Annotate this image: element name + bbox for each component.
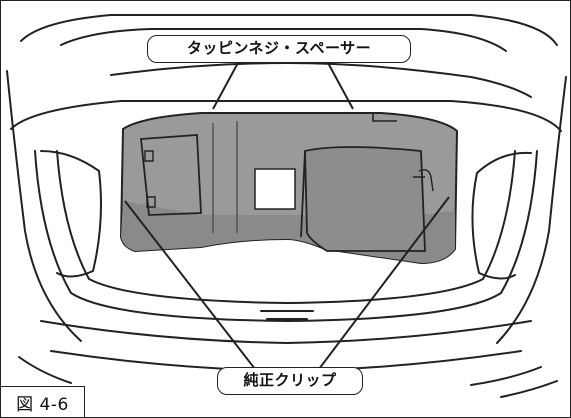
left-body-curve bbox=[6, 70, 82, 342]
right-lower-detail bbox=[470, 366, 558, 398]
trunk-floor-outer-line bbox=[34, 150, 538, 322]
latch-slot bbox=[260, 310, 314, 320]
right-flap-edge bbox=[300, 150, 306, 238]
right-wheel-well bbox=[471, 151, 532, 280]
left-compartment-door bbox=[140, 134, 202, 216]
panel-top-rim bbox=[201, 112, 397, 122]
center-cutout bbox=[254, 168, 296, 210]
leader-bottom-right bbox=[318, 196, 450, 370]
bumper-line-upper bbox=[40, 320, 532, 344]
leader-top-left bbox=[212, 60, 240, 110]
right-body-curve bbox=[496, 76, 567, 344]
trunk-floor-inner-line bbox=[56, 150, 516, 304]
figure-number-label: 図 4-6 bbox=[1, 386, 85, 417]
leader-bottom-left bbox=[124, 200, 256, 370]
left-wheel-well bbox=[40, 150, 102, 278]
trunk-lid-inner-line bbox=[60, 28, 507, 52]
rear-trim-panel bbox=[120, 112, 458, 264]
left-lower-detail bbox=[18, 356, 72, 384]
left-door-hinge bbox=[144, 150, 156, 208]
trunk-lid-outer-line bbox=[20, 14, 558, 46]
leader-top-right bbox=[326, 60, 354, 110]
right-side-flap bbox=[304, 146, 426, 252]
right-flap-hook bbox=[413, 169, 434, 192]
trunk-opening-outer-line bbox=[10, 100, 562, 132]
trunk-lid-lower-line bbox=[110, 62, 532, 98]
callout-genuine-clip: 純正クリップ bbox=[217, 367, 363, 395]
callout-tapping-screw-spacer: タッピンネジ・スペーサー bbox=[147, 35, 411, 63]
